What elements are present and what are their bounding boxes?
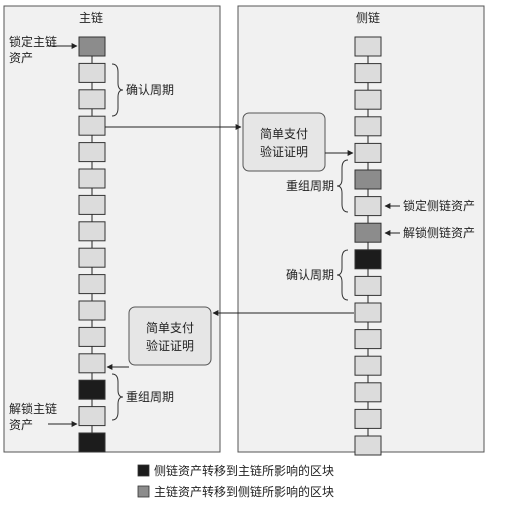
main-lock-assets-label-line2: 资产 (9, 51, 33, 65)
main-chain-block (78, 300, 106, 321)
main-chain-blocks (78, 36, 106, 453)
side-chain-block (354, 435, 382, 456)
side-confirm-brace (336, 249, 349, 301)
spv-proof-box-top (242, 112, 326, 172)
main-chain-block (78, 221, 106, 242)
main-chain-block (78, 36, 106, 57)
side-confirm-period-label: 确认周期 (286, 268, 334, 282)
side-chain-block (354, 382, 382, 403)
main-chain-block (78, 379, 106, 400)
main-confirm-brace (111, 63, 124, 117)
side-chain-block (354, 408, 382, 429)
side-chain-block (354, 275, 382, 296)
main-chain-block (78, 142, 106, 163)
side-chain-block (354, 222, 382, 243)
side-chain-block (354, 36, 382, 57)
main-unlock-assets-label-line2: 资产 (9, 418, 33, 432)
main-chain-block (78, 194, 106, 215)
main-reorg-period-label: 重组周期 (126, 390, 174, 404)
side-chain-block (354, 89, 382, 110)
side-chain-block (354, 196, 382, 217)
main-chain-block (78, 168, 106, 189)
side-lock-assets-label: 锁定侧链资产 (403, 198, 475, 213)
main-reorg-brace (111, 373, 124, 421)
side-chain-block (354, 355, 382, 376)
side-chain-block (354, 169, 382, 190)
side-chain-block (354, 329, 382, 350)
legend-swatch-gray (137, 485, 150, 498)
main-chain-block (78, 274, 106, 295)
side-chain-block (354, 116, 382, 137)
main-chain-block (78, 62, 106, 83)
main-chain-block (78, 89, 106, 110)
main-chain-title: 主链 (79, 10, 103, 25)
main-chain-block (78, 247, 106, 268)
legend-label-dark: 侧链资产转移到主链所影响的区块 (154, 463, 334, 478)
main-confirm-period-label: 确认周期 (126, 83, 174, 97)
side-chain-blocks (354, 36, 382, 456)
spv-proof-bottom-line2: 验证证明 (146, 338, 194, 353)
side-chain-block (354, 63, 382, 84)
main-chain-panel (3, 5, 221, 453)
legend-swatch-dark (137, 464, 150, 477)
spv-proof-bottom-line1: 简单支付 (146, 321, 194, 335)
side-chain-title: 侧链 (356, 10, 380, 25)
main-unlock-assets-label-line1: 解锁主链 (9, 401, 57, 416)
main-chain-block (78, 406, 106, 427)
legend-label-gray: 主链资产转移到侧链所影响的区块 (154, 484, 334, 499)
main-chain-block (78, 432, 106, 453)
side-chain-block (354, 249, 382, 270)
side-chain-block (354, 142, 382, 163)
main-chain-block (78, 326, 106, 347)
main-lock-assets-label-line1: 锁定主链 (9, 34, 57, 49)
side-chain-block (354, 302, 382, 323)
spv-proof-top-line1: 简单支付 (260, 127, 308, 141)
side-reorg-period-label: 重组周期 (286, 179, 334, 193)
side-reorg-brace (336, 159, 349, 213)
main-chain-block (78, 353, 106, 374)
spv-proof-top-line2: 验证证明 (260, 144, 308, 159)
spv-proof-box-bottom (128, 306, 212, 366)
side-unlock-assets-label: 解锁侧链资产 (403, 225, 475, 240)
main-chain-block (78, 115, 106, 136)
